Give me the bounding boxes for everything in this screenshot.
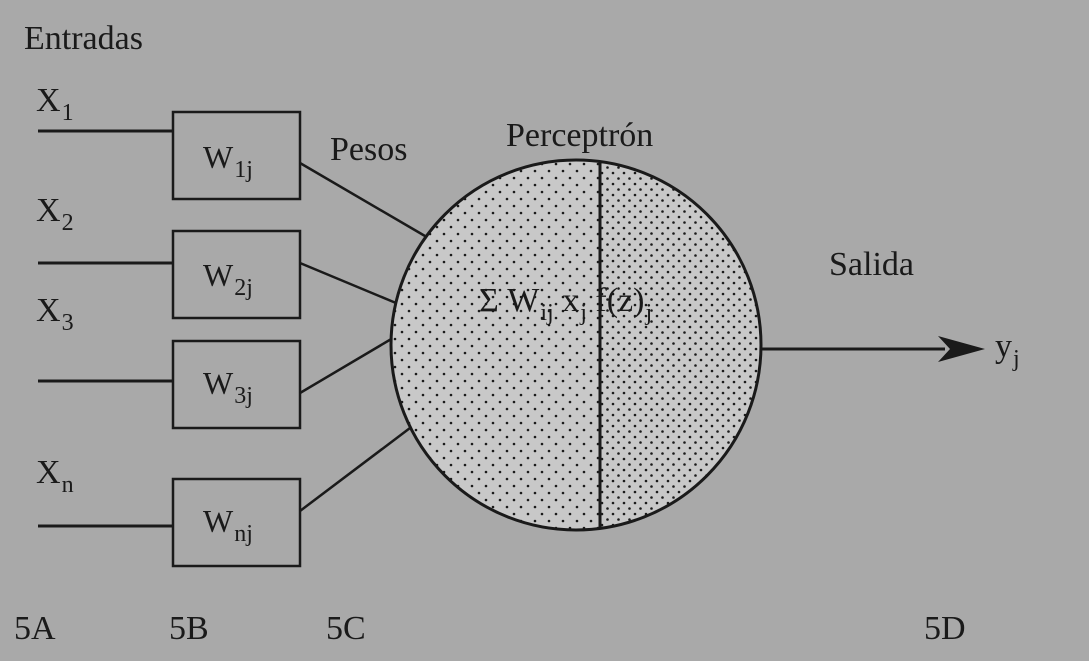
section-label-5c: 5C (326, 610, 366, 647)
weight-label-2: W2j (203, 257, 253, 301)
weight-connection-n (299, 427, 411, 512)
weight-label-n: Wnj (203, 503, 253, 547)
input-label-3: X3 (36, 292, 74, 336)
perceptron-right-dots (600, 161, 761, 529)
perceptron-outline (389, 158, 763, 532)
output-heading: Salida (829, 246, 914, 283)
weight-connection-2 (299, 261, 397, 305)
section-label-5a: 5A (14, 610, 56, 647)
perceptron-heading: Perceptrón (506, 117, 654, 154)
weight-box-n (171, 477, 302, 568)
weight-connection-1 (299, 161, 426, 238)
weight-box-3 (171, 339, 302, 430)
perceptron-formula: Σ Wij xj f(z)j (479, 282, 653, 326)
input-label-2: X2 (36, 192, 74, 236)
input-label-n: Xn (36, 454, 74, 498)
sum-symbol: Σ (479, 282, 499, 319)
weight-box-1 (171, 110, 302, 201)
input-label-1: X1 (36, 82, 74, 126)
weight-connection-3 (299, 336, 394, 395)
activation-function: f(z) (595, 282, 645, 319)
section-label-5b: 5B (169, 610, 209, 647)
weights-heading: Pesos (330, 131, 408, 168)
weight-box-2 (171, 229, 302, 320)
inputs-heading: Entradas (24, 20, 143, 57)
output-arrowhead (938, 336, 985, 362)
section-label-5d: 5D (924, 610, 966, 647)
output-label: yj (995, 328, 1020, 372)
weight-label-1: W1j (203, 139, 253, 183)
weight-label-3: W3j (203, 365, 253, 409)
perceptron-left-dots (391, 160, 600, 530)
